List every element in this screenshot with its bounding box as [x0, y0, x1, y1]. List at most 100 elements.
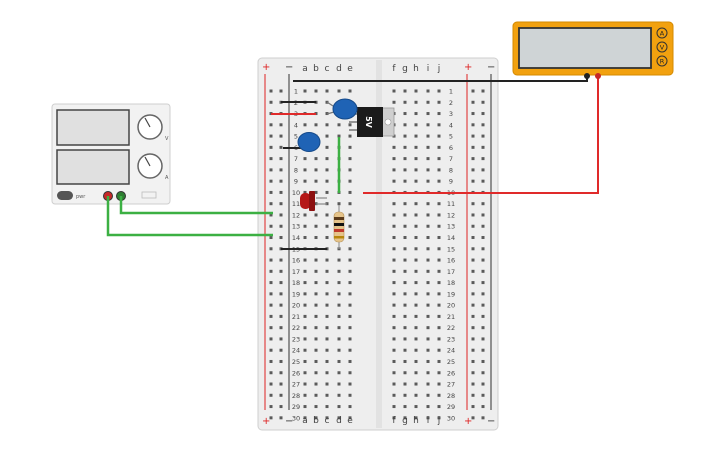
hole-b26[interactable]: [314, 371, 318, 375]
rail-hole[interactable]: [481, 382, 485, 386]
hole-d22[interactable]: [337, 326, 341, 330]
hole-a18[interactable]: [303, 281, 307, 285]
rail-hole[interactable]: [279, 190, 283, 194]
rail-hole[interactable]: [279, 281, 283, 285]
hole-d1[interactable]: [337, 89, 341, 93]
rail-hole[interactable]: [481, 112, 485, 116]
hole-c14[interactable]: [325, 236, 329, 240]
hole-i27[interactable]: [426, 382, 430, 386]
rail-hole[interactable]: [279, 326, 283, 330]
multimeter-com-probe[interactable]: [584, 73, 590, 79]
hole-c22[interactable]: [325, 326, 329, 330]
green-wire-negative[interactable]: [119, 196, 273, 215]
rail-hole[interactable]: [471, 224, 475, 228]
hole-f7[interactable]: [392, 157, 396, 161]
rail-hole[interactable]: [481, 168, 485, 172]
hole-f17[interactable]: [392, 269, 396, 273]
rail-hole[interactable]: [481, 292, 485, 296]
hole-h7[interactable]: [414, 157, 418, 161]
hole-c5[interactable]: [325, 134, 329, 138]
hole-g20[interactable]: [403, 303, 407, 307]
rail-hole[interactable]: [269, 179, 273, 183]
rail-hole[interactable]: [481, 134, 485, 138]
rail-hole[interactable]: [269, 236, 273, 240]
hole-h15[interactable]: [414, 247, 418, 251]
hole-e26[interactable]: [348, 371, 352, 375]
rail-hole[interactable]: [481, 314, 485, 318]
hole-f27[interactable]: [392, 382, 396, 386]
hole-h26[interactable]: [414, 371, 418, 375]
hole-i26[interactable]: [426, 371, 430, 375]
hole-g17[interactable]: [403, 269, 407, 273]
rail-hole[interactable]: [471, 202, 475, 206]
rail-hole[interactable]: [269, 348, 273, 352]
rail-hole[interactable]: [481, 202, 485, 206]
hole-f26[interactable]: [392, 371, 396, 375]
rail-hole[interactable]: [279, 348, 283, 352]
hole-g7[interactable]: [403, 157, 407, 161]
hole-c6[interactable]: [325, 145, 329, 149]
hole-b1[interactable]: [314, 89, 318, 93]
rail-hole[interactable]: [471, 303, 475, 307]
hole-j13[interactable]: [437, 224, 441, 228]
hole-g27[interactable]: [403, 382, 407, 386]
hole-g15[interactable]: [403, 247, 407, 251]
hole-f13[interactable]: [392, 224, 396, 228]
hole-h25[interactable]: [414, 359, 418, 363]
mode-button-v[interactable]: V: [656, 41, 668, 53]
rail-hole[interactable]: [471, 145, 475, 149]
hole-b30[interactable]: [314, 416, 318, 420]
rail-hole[interactable]: [269, 382, 273, 386]
hole-a29[interactable]: [303, 405, 307, 409]
hole-h3[interactable]: [414, 112, 418, 116]
hole-h1[interactable]: [414, 89, 418, 93]
rail-hole[interactable]: [471, 382, 475, 386]
rail-hole[interactable]: [269, 337, 273, 341]
hole-g4[interactable]: [403, 123, 407, 127]
hole-a16[interactable]: [303, 258, 307, 262]
hole-h8[interactable]: [414, 168, 418, 172]
rail-hole[interactable]: [481, 100, 485, 104]
power-switch[interactable]: [57, 191, 73, 200]
hole-i17[interactable]: [426, 269, 430, 273]
hole-g23[interactable]: [403, 337, 407, 341]
hole-j5[interactable]: [437, 134, 441, 138]
hole-e16[interactable]: [348, 258, 352, 262]
hole-j24[interactable]: [437, 348, 441, 352]
hole-e25[interactable]: [348, 359, 352, 363]
rail-hole[interactable]: [279, 168, 283, 172]
rail-hole[interactable]: [279, 371, 283, 375]
rail-hole[interactable]: [269, 89, 273, 93]
hole-d30[interactable]: [337, 416, 341, 420]
hole-j11[interactable]: [437, 202, 441, 206]
rail-hole[interactable]: [269, 393, 273, 397]
rail-hole[interactable]: [481, 157, 485, 161]
rail-hole[interactable]: [269, 123, 273, 127]
hole-e18[interactable]: [348, 281, 352, 285]
hole-b20[interactable]: [314, 303, 318, 307]
rail-hole[interactable]: [279, 213, 283, 217]
hole-c18[interactable]: [325, 281, 329, 285]
rail-hole[interactable]: [471, 371, 475, 375]
rail-hole[interactable]: [279, 314, 283, 318]
hole-b29[interactable]: [314, 405, 318, 409]
hole-i25[interactable]: [426, 359, 430, 363]
hole-d18[interactable]: [337, 281, 341, 285]
hole-j1[interactable]: [437, 89, 441, 93]
hole-a28[interactable]: [303, 393, 307, 397]
rail-hole[interactable]: [471, 134, 475, 138]
hole-h21[interactable]: [414, 314, 418, 318]
hole-g12[interactable]: [403, 213, 407, 217]
hole-f28[interactable]: [392, 393, 396, 397]
hole-h17[interactable]: [414, 269, 418, 273]
hole-f1[interactable]: [392, 89, 396, 93]
rail-hole[interactable]: [269, 202, 273, 206]
hole-d21[interactable]: [337, 314, 341, 318]
rail-hole[interactable]: [269, 168, 273, 172]
hole-h9[interactable]: [414, 179, 418, 183]
hole-a30[interactable]: [303, 416, 307, 420]
hole-b17[interactable]: [314, 269, 318, 273]
hole-d4[interactable]: [337, 123, 341, 127]
rail-hole[interactable]: [269, 405, 273, 409]
hole-i9[interactable]: [426, 179, 430, 183]
